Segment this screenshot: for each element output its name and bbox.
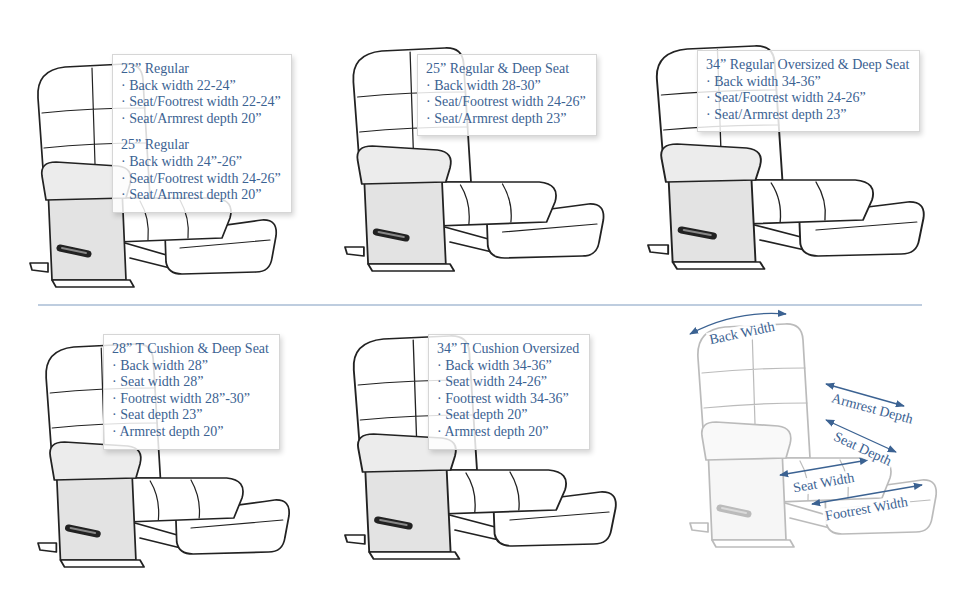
dimension-label: Seat Depth [829, 428, 895, 470]
spec-line: · Seat/Armrest depth 20” [121, 187, 281, 204]
spec-line: · Back width 28” [112, 358, 269, 375]
recliner-drawing [648, 46, 924, 269]
spec-line: · Back width 22-24” [121, 78, 281, 95]
spec-line: · Seat/Armrest depth 23” [426, 111, 586, 128]
spec-line: · Seat/Footrest width 24-26” [426, 94, 586, 111]
spec-line: · Seat depth 20” [437, 407, 579, 424]
dimension-label: Footrest Width [822, 494, 911, 525]
spec-box: 34” Regular Oversized & Deep Seat· Back … [697, 50, 920, 132]
divider-line [38, 304, 922, 305]
spec-line: · Back width 34-36” [706, 74, 909, 91]
model-heading: 25” Regular & Deep Seat [426, 61, 586, 78]
spec-box: 23” Regular· Back width 22-24”· Seat/Foo… [112, 54, 292, 213]
spec-line: · Footrest width 34-36” [437, 391, 579, 408]
spec-line: · Footrest width 28”-30” [112, 391, 269, 408]
model-heading: 34” Regular Oversized & Deep Seat [706, 57, 909, 74]
model-heading: 23” Regular [121, 61, 281, 78]
spec-line: · Seat width 28” [112, 374, 269, 391]
spec-line: · Armrest depth 20” [437, 424, 579, 441]
model-heading: 28” T Cushion & Deep Seat [112, 341, 269, 358]
model-heading: 25” Regular [121, 137, 281, 154]
spec-line: · Back width 28-30” [426, 78, 586, 95]
recliner-drawing [345, 48, 604, 271]
spec-line: · Seat/Footrest width 24-26” [121, 171, 281, 188]
spec-line: · Seat depth 23” [112, 407, 269, 424]
spec-line: · Seat/Armrest depth 20” [121, 111, 281, 128]
spec-line: · Seat/Footrest width 22-24” [121, 94, 281, 111]
dimension-label: Back Width [706, 318, 778, 348]
spec-line: · Back width 34-36” [437, 358, 579, 375]
spec-line: · Armrest depth 20” [112, 424, 269, 441]
dimension-label: Armrest Depth [828, 390, 917, 428]
recliner-drawing [690, 324, 936, 547]
dimension-label: Seat Width [790, 470, 858, 497]
spec-line: · Seat width 24-26” [437, 374, 579, 391]
spec-line: · Seat/Armrest depth 23” [706, 107, 909, 124]
spec-box: 25” Regular & Deep Seat· Back width 28-3… [417, 54, 597, 136]
spec-box: 34” T Cushion Oversized· Back width 34-3… [428, 334, 590, 450]
spec-line: · Seat/Footrest width 24-26” [706, 90, 909, 107]
model-heading: 34” T Cushion Oversized [437, 341, 579, 358]
spec-box: 28” T Cushion & Deep Seat· Back width 28… [103, 334, 280, 450]
spec-line: · Back width 24”-26” [121, 154, 281, 171]
